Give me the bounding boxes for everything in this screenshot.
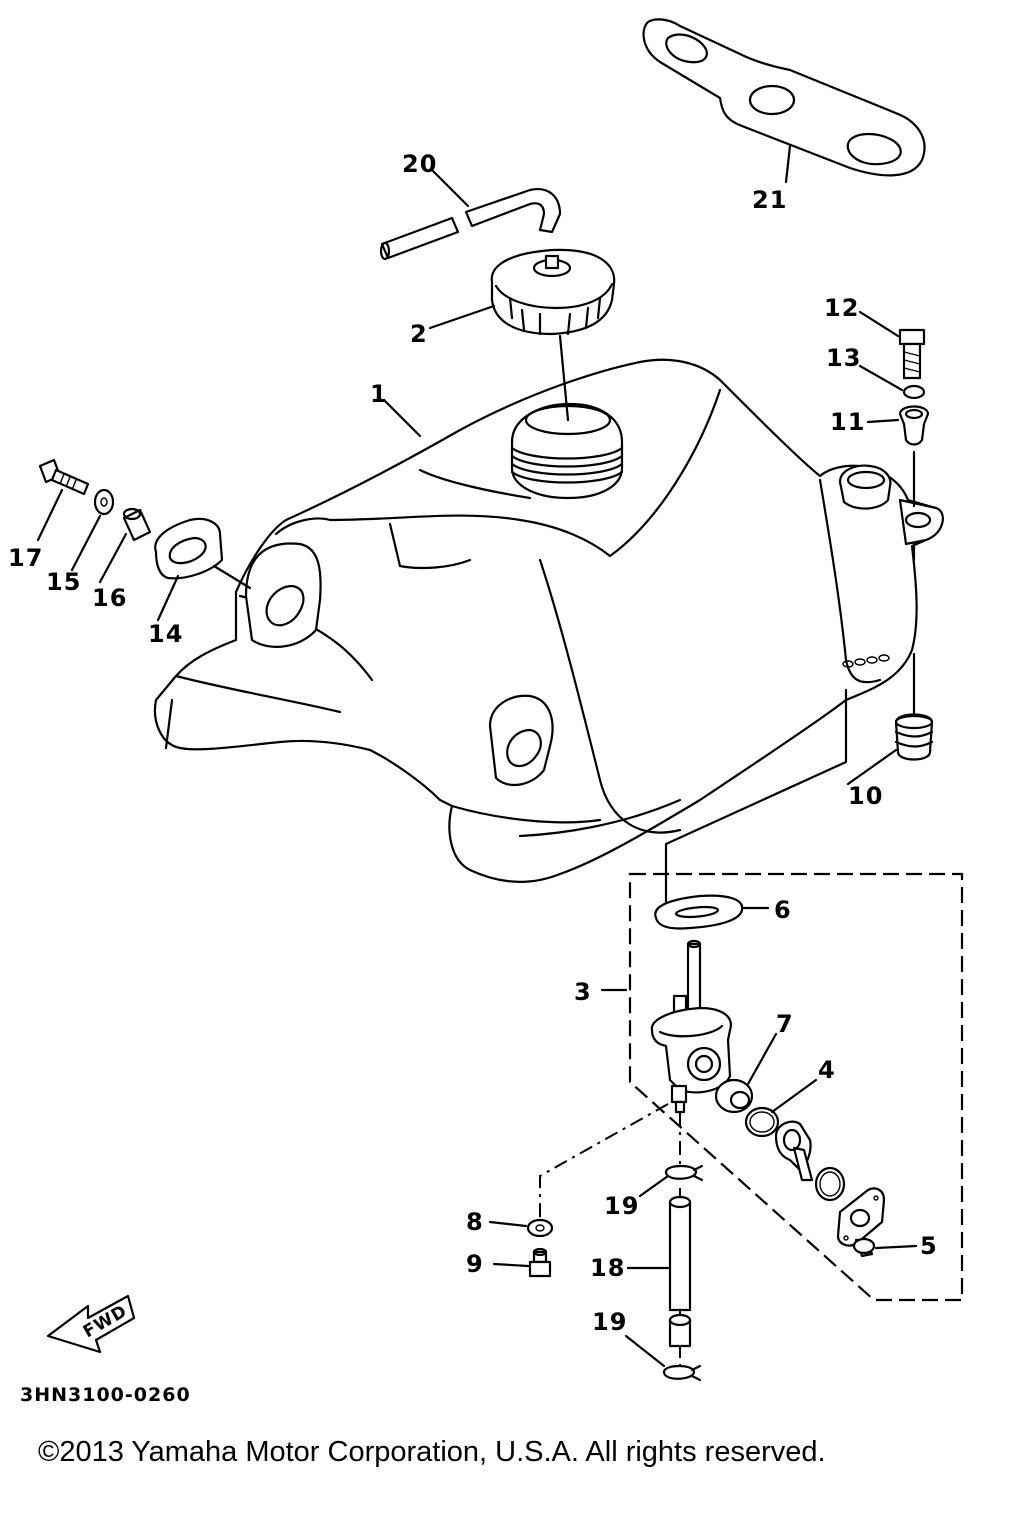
callout-19-lower: 19 [592,1308,627,1336]
cover-plate [836,1187,886,1247]
part-16-collar [122,507,152,542]
callout-11: 11 [830,408,865,436]
part-9-drain-screw [528,1247,552,1278]
part-1-fuel-tank [154,358,944,883]
fwd-direction-arrow: FWD [46,1294,136,1354]
part-19-clip-upper [664,1164,704,1182]
callout-13: 13 [826,344,861,372]
callout-15: 15 [46,568,81,596]
part-8-gasket [526,1218,554,1238]
lever [774,1120,814,1182]
callout-1: 1 [370,380,388,408]
callout-6: 6 [774,896,792,924]
part-18-fuel-hose [668,1195,692,1348]
part-4-o-ring [744,1106,780,1138]
callout-7: 7 [776,1010,794,1038]
copyright-notice: ©2013 Yamaha Motor Corporation, U.S.A. A… [38,1436,826,1468]
part-5-screw [852,1237,876,1258]
grommet-to-tab-line [212,564,252,590]
callout-4: 4 [818,1056,836,1084]
part-15-washer [93,488,115,516]
part-3-fuel-cock [650,939,732,1114]
callout-labels: 20 21 2 1 12 13 11 17 15 16 14 10 6 3 7 … [8,150,938,1336]
callout-9: 9 [466,1250,484,1278]
part-13-lock-washer [902,384,926,400]
part-10-damper [894,713,934,761]
part-17-bolt [38,458,90,496]
callout-2: 2 [410,320,428,348]
tank-to-gasket-line [664,688,848,904]
part-6-gasket [654,894,744,930]
callout-12: 12 [824,294,859,322]
part-7-seal [714,1078,754,1114]
part-19-clip-lower [662,1364,702,1382]
callout-16: 16 [92,584,127,612]
callout-18: 18 [590,1254,625,1282]
part-11-collar [898,405,930,446]
o-ring-2 [814,1166,846,1202]
callout-3: 3 [574,978,592,1006]
callout-19-upper: 19 [604,1192,639,1220]
callout-17: 17 [8,544,43,572]
callout-14: 14 [148,620,183,648]
part-12-bolt [898,328,926,380]
cap-to-neck-line [558,334,570,422]
callout-5: 5 [920,1232,938,1260]
part-21-gasket-plate [642,18,926,177]
callout-8: 8 [466,1208,484,1236]
part-20-breather-hose [379,188,562,261]
part-14-grommet [154,517,224,580]
part-2-fuel-cap [490,248,616,336]
drain-leader [539,1103,669,1218]
callout-leaders [36,144,918,1368]
callout-20: 20 [402,150,437,178]
callout-21: 21 [752,186,787,214]
part-3-fuel-cock-box [628,872,964,1302]
callout-10: 10 [848,782,883,810]
drawing-code: 3HN3100-0260 [20,1384,191,1406]
